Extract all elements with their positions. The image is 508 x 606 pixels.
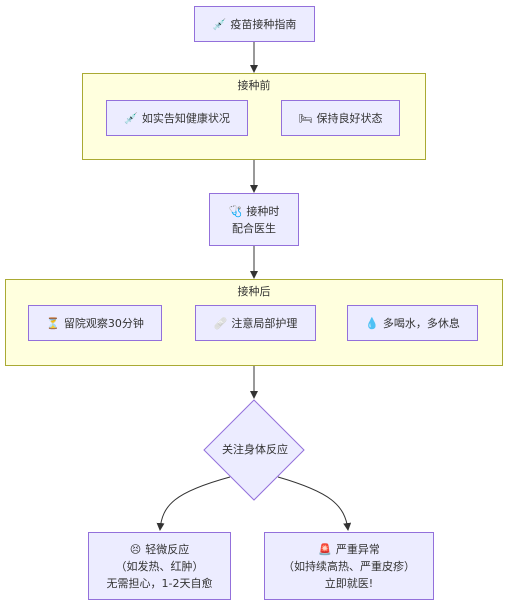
severe-abnormal-advice: 立即就医! [324,576,374,590]
before-group-title: 接种前 [237,79,271,92]
syringe-icon: 💉 [212,17,227,31]
distressed-face-icon: 😣 [129,542,142,556]
guide-title: 疫苗接种指南 [230,17,297,31]
observe-label: 留院观察30分钟 [63,316,144,330]
drink-rest-label: 多喝水，多休息 [382,316,460,330]
arrow-decision-to-severe [277,476,352,531]
drink-rest-node: 💧 多喝水，多休息 [347,305,478,341]
bandage-icon: 🩹 [213,316,228,330]
mild-reaction-examples: （如发热、红肿） [115,559,204,573]
mild-reaction-title: 轻微反应 [145,542,190,556]
severe-abnormal-node: 🚨 严重异常 （如持续高热、严重皮疹） 立即就医! [264,532,434,600]
syringe-icon: 💉 [124,111,138,125]
inform-health-node: 💉 如实告知健康状况 [106,100,248,136]
severe-abnormal-title: 严重异常 [335,542,380,556]
local-care-label: 注意局部护理 [231,316,298,330]
after-group-title: 接种后 [237,285,271,298]
during-sublabel: 配合医生 [232,221,276,235]
during-label: 接种时 [246,204,280,218]
mild-reaction-node: 😣 轻微反应 （如发热、红肿） 无需担心，1-2天自愈 [88,532,231,600]
observe-node: ⏳ 留院观察30分钟 [28,305,162,341]
stethoscope-icon: 🩺 [228,204,243,218]
decision-label: 关注身体反应 [222,443,288,456]
bed-icon: 🛏 [298,111,313,125]
water-drop-icon: 💧 [365,316,379,330]
good-condition-node: 🛏 保持良好状态 [281,100,400,136]
inform-health-label: 如实告知健康状况 [141,111,230,125]
decision-diamond [203,399,305,501]
guide-title-node: 💉 疫苗接种指南 [194,6,315,42]
during-vaccination-node: 🩺 接种时 配合医生 [209,193,299,246]
severe-abnormal-examples: （如持续高热、严重皮疹） [283,559,415,573]
local-care-node: 🩹 注意局部护理 [195,305,316,341]
mild-reaction-advice: 无需担心，1-2天自愈 [106,576,213,590]
siren-icon: 🚨 [318,542,332,556]
arrow-decision-to-mild [156,476,231,531]
hourglass-icon: ⏳ [46,316,60,330]
good-condition-label: 保持良好状态 [316,111,383,125]
